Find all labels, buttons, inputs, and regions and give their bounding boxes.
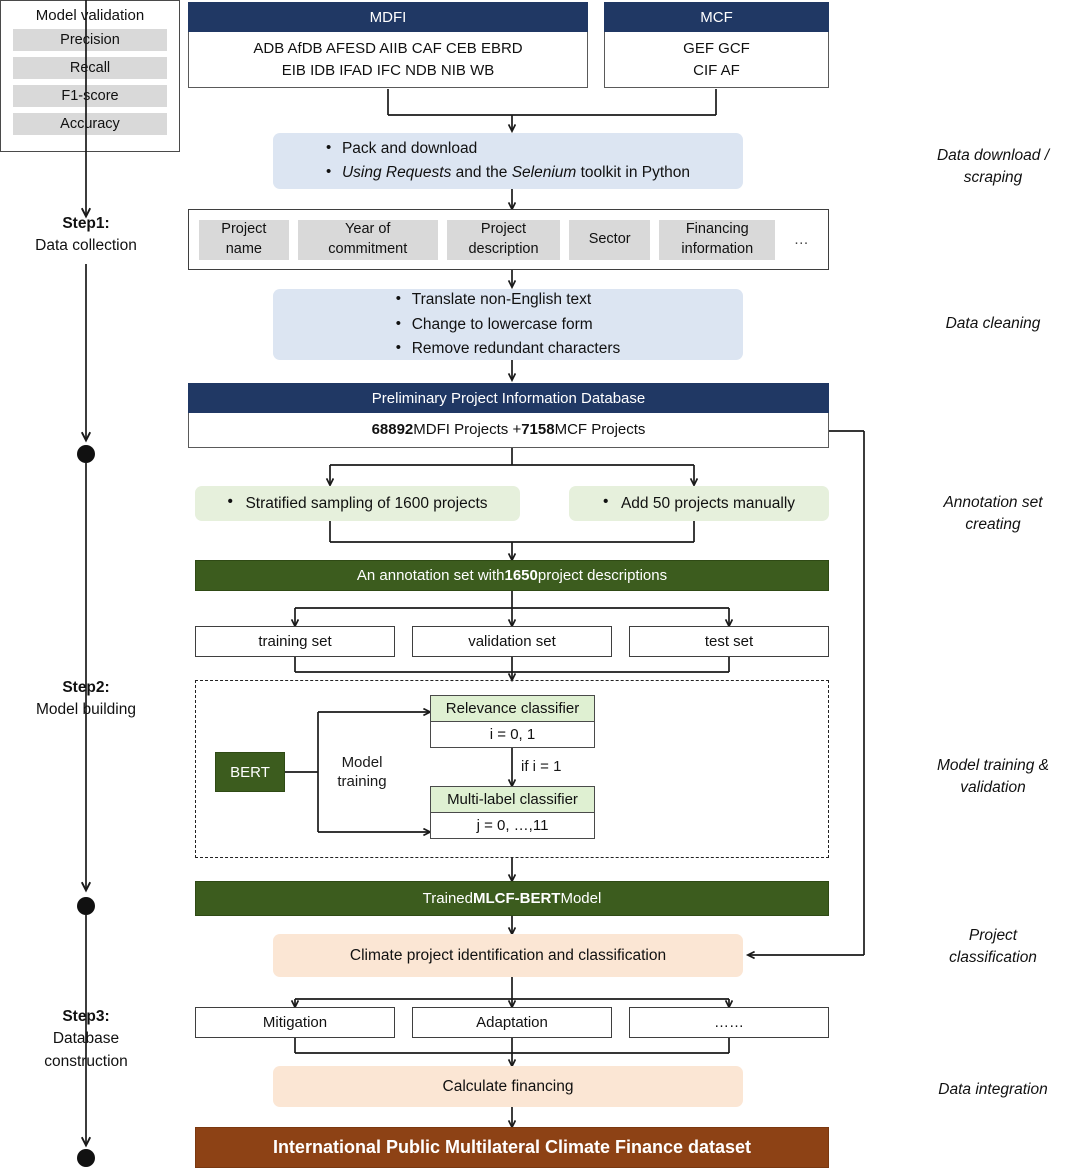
final-dataset-bar: International Public Multilateral Climat…: [195, 1127, 829, 1168]
mcf-header-label: MCF: [700, 8, 733, 26]
field-chip-financing-information: Financing information: [659, 219, 776, 260]
mcf-members-line1: GEF GCF: [683, 39, 750, 57]
step-2-title: Step2:: [62, 679, 110, 696]
cleaning-bullet-1: Translate non-English text: [396, 287, 621, 312]
annotation-set-bar: An annotation set with 1650 project desc…: [195, 560, 829, 591]
relevance-classifier-header: Relevance classifier: [430, 695, 595, 722]
cleaning-bullet-3: Remove redundant characters: [396, 336, 621, 361]
split-test-set: test set: [629, 626, 829, 657]
stage-label-data-cleaning: Data cleaning: [945, 315, 1041, 332]
multilabel-classifier-body: j = 0, …,11: [430, 813, 595, 839]
download-post-label: toolkit in Python: [576, 164, 691, 181]
cleaning-process: Translate non-English text Change to low…: [273, 287, 743, 361]
split-training-set: training set: [195, 626, 395, 657]
category-mitigation: Mitigation: [195, 1007, 395, 1038]
step-2-subtitle: Model building: [36, 701, 136, 719]
database-header-label: Preliminary Project Information Database: [371, 389, 646, 407]
climate-classification-box: Climate project identification and class…: [273, 934, 743, 977]
cleaning-bullet-2: Change to lowercase form: [396, 311, 621, 337]
category-adaptation: Adaptation: [412, 1007, 612, 1038]
step-1-subtitle: Data collection: [35, 237, 137, 255]
download-bullet-1: Pack and download: [326, 136, 690, 161]
model-training-line2: training: [337, 773, 387, 790]
relevance-classifier-body: i = 0, 1: [430, 722, 595, 748]
download-bullet-2: Using Requests and the Selenium toolkit …: [326, 160, 691, 185]
multilabel-classifier-header: Multi-label classifier: [430, 786, 595, 813]
metric-accuracy: Accuracy: [13, 113, 167, 135]
calculate-financing-box: Calculate financing: [273, 1066, 743, 1107]
download-mid-label: and the: [451, 164, 512, 181]
annotation-set-pre: An annotation set with: [356, 567, 505, 584]
condition-label: if i = 1: [521, 757, 562, 775]
stage-label-model-training: Model training & validation: [936, 757, 1049, 797]
manual-add-label: Add 50 projects manually: [603, 493, 795, 513]
field-chip-year-of-commitment: Year of commitment: [297, 219, 438, 260]
trained-model-pre: Trained: [422, 890, 473, 907]
stratified-sampling-label: Stratified sampling of 1600 projects: [227, 493, 487, 513]
metric-precision: Precision: [13, 29, 167, 51]
stage-label-annotation-set: Annotation set creating: [943, 494, 1043, 534]
category-other: ……: [629, 1007, 829, 1038]
step-3-subtitle: Database construction: [44, 1030, 128, 1070]
split-validation-set: validation set: [412, 626, 612, 657]
trained-model-name: MLCF-BERT: [472, 890, 561, 907]
download-selenium-label: Selenium: [511, 164, 577, 181]
mdfi-members-line1: ADB AfDB AFESD AIIB CAF CEB EBRD: [253, 39, 523, 57]
mdfi-header: MDFI: [188, 2, 588, 32]
model-training-line1: Model: [341, 754, 383, 772]
field-chip-project-name: Project name: [199, 219, 289, 260]
bert-node: BERT: [215, 752, 285, 792]
trained-model-bar: Trained MLCF-BERT Model: [195, 881, 829, 916]
metric-f1-score: F1-score: [13, 85, 167, 107]
field-chip-sector: Sector: [569, 219, 651, 260]
manual-add-box: Add 50 projects manually: [569, 486, 829, 521]
stage-label-data-integration: Data integration: [938, 1081, 1048, 1098]
annotation-set-count: 1650: [504, 567, 538, 584]
step-1-title: Step1:: [62, 215, 110, 232]
mcf-members-line2: CIF AF: [693, 61, 740, 79]
stage-label-project-classification: Project classification: [949, 927, 1037, 967]
database-label-mcf: MCF Projects: [554, 421, 646, 439]
step-label-2: Step2: Model building: [0, 677, 172, 722]
step-label-1: Step1: Data collection: [0, 213, 172, 258]
field-chip-ellipsis: …: [793, 231, 809, 248]
download-process: Pack and download Using Requests and the…: [273, 133, 743, 189]
database-header: Preliminary Project Information Database: [188, 383, 829, 413]
step-3-title: Step3:: [62, 1008, 110, 1025]
mdfi-members: ADB AfDB AFESD AIIB CAF CEB EBRD EIB IDB…: [188, 32, 588, 88]
mdfi-members-line2: EIB IDB IFAD IFC NDB NIB WB: [281, 61, 495, 79]
model-training-label: Model training: [322, 753, 402, 793]
stratified-sampling-box: Stratified sampling of 1600 projects: [195, 486, 520, 521]
step-label-3: Step3: Database construction: [0, 1006, 172, 1073]
database-label-mdfi: MDFI Projects +: [413, 421, 522, 439]
stage-label-data-download: Data download / scraping: [936, 147, 1050, 187]
mcf-header: MCF: [604, 2, 829, 32]
database-count-mdfi: 68892: [371, 421, 414, 439]
model-validation-box: Model validation Precision Recall F1-sco…: [0, 0, 180, 152]
model-training-group: [195, 680, 829, 858]
metric-recall: Recall: [13, 57, 167, 79]
database-counts: 68892 MDFI Projects + 7158 MCF Projects: [188, 413, 829, 448]
field-chip-project-description: Project description: [446, 219, 561, 260]
project-fields-container: Project name Year of commitment Project …: [188, 209, 829, 270]
annotation-set-post: project descriptions: [537, 567, 668, 584]
trained-model-post: Model: [560, 890, 602, 907]
database-count-mcf: 7158: [521, 421, 555, 439]
model-validation-title: Model validation: [35, 7, 145, 24]
mdfi-header-label: MDFI: [369, 8, 407, 26]
download-requests-label: Using Requests: [341, 164, 452, 181]
mcf-members: GEF GCF CIF AF: [604, 32, 829, 88]
